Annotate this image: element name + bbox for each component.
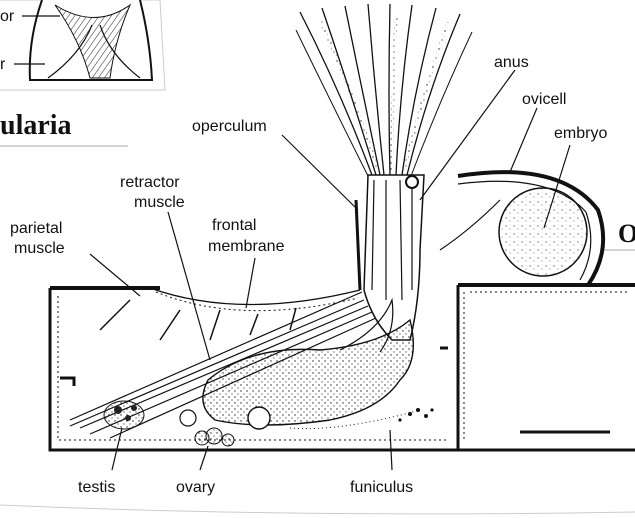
label-testis: testis bbox=[78, 479, 115, 496]
inset-bottom-label: r bbox=[0, 56, 6, 73]
testis bbox=[104, 401, 144, 429]
inset-top-label: or bbox=[0, 8, 15, 25]
label-ovicell: ovicell bbox=[522, 91, 566, 108]
funiculus-dots bbox=[398, 408, 433, 422]
label-parietal: parietal bbox=[10, 220, 62, 237]
caecum-bulb bbox=[248, 407, 270, 429]
label-embryo: embryo bbox=[554, 125, 607, 142]
small-cell bbox=[180, 410, 196, 426]
frontal-membrane bbox=[150, 288, 360, 305]
label-operculum: operculum bbox=[192, 118, 267, 135]
label-frontal: frontal bbox=[212, 217, 256, 234]
inset-figure: or r bbox=[0, 0, 165, 90]
label-funiculus: funiculus bbox=[350, 479, 413, 496]
edge-letter: O bbox=[618, 219, 635, 248]
label-frontal-membrane: membrane bbox=[208, 238, 285, 255]
label-retractor-muscle: muscle bbox=[134, 194, 185, 211]
label-parietal-muscle: muscle bbox=[14, 240, 65, 257]
anal-opening bbox=[406, 176, 418, 188]
label-retractor: retractor bbox=[120, 174, 180, 191]
label-ovary: ovary bbox=[176, 479, 215, 496]
embryo bbox=[499, 188, 587, 276]
label-anus: anus bbox=[494, 54, 529, 71]
page-edge bbox=[0, 505, 635, 514]
stomach bbox=[203, 320, 413, 425]
title-fragment: ularia bbox=[0, 110, 72, 141]
operculum-post bbox=[356, 200, 360, 290]
ovary bbox=[195, 428, 234, 446]
